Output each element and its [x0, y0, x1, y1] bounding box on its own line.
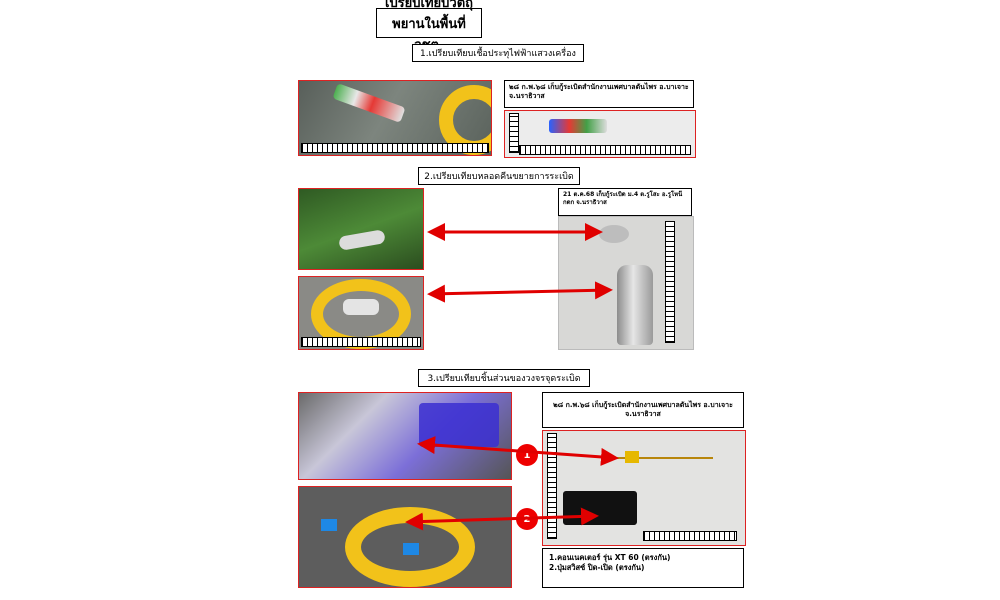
scale-ruler	[301, 337, 421, 347]
scale-ruler-vertical	[665, 221, 675, 343]
section-3-caption: ๒๘ ก.พ.๖๘ เก็บกู้ระเบิดสำนักงานเพศบาลตัน…	[542, 392, 744, 428]
arrow-s3-top	[417, 436, 619, 466]
arrow-s3-bottom	[405, 507, 599, 531]
bottle-object	[617, 265, 653, 345]
section-3-notes: 1.คอนเนคเตอร์ รุ่น XT 60 (ตรงกัน) 2.ปุ่ม…	[542, 548, 744, 588]
section-2-photo-top	[298, 188, 424, 270]
cap-object	[599, 225, 629, 243]
note-1: 1.คอนเนคเตอร์ รุ่น XT 60 (ตรงกัน)	[549, 553, 671, 562]
section-1-photo-right	[504, 110, 696, 158]
section-2-header: 2.เปรียบเทียบหลอดคีนขยายการระเบิด	[418, 167, 580, 185]
connector-object	[625, 451, 639, 463]
tube-object	[343, 299, 379, 315]
section-2-caption: 21 ต.ค.68 เก็บกู้ระเบิด ม.4 ต.รูโสะ อ.รู…	[558, 188, 692, 216]
section-1-photo-left	[298, 80, 492, 156]
detonator-object	[549, 119, 607, 133]
section-1-caption: ๒๘ ก.พ.๖๘ เก็บกู้ระเบิดสำนักงานเพศบาลตัน…	[504, 80, 694, 108]
scale-ruler-vertical	[547, 433, 557, 539]
connector-object	[321, 519, 337, 531]
scale-ruler-vertical	[509, 113, 519, 153]
section-1-header: 1.เปรียบเทียบเชื้อประทุไฟฟ้าแสวงเครื่อง	[412, 44, 584, 62]
switch-object	[403, 543, 419, 555]
scale-ruler	[519, 145, 691, 155]
scale-ruler	[301, 143, 489, 153]
section-2-photo-bottom	[298, 276, 424, 350]
scale-ruler	[643, 531, 737, 541]
section-2-photo-right	[558, 216, 694, 350]
section-3-header: 3.เปรียบเทียบชิ้นส่วนของวงจรจุดระเบิด	[418, 369, 590, 387]
wire-object	[603, 457, 713, 459]
note-2: 2.ปุ่มสวิสซ์ ปิด-เปิด (ตรงกัน)	[549, 563, 645, 573]
arrow-s2-bottom	[427, 281, 613, 303]
